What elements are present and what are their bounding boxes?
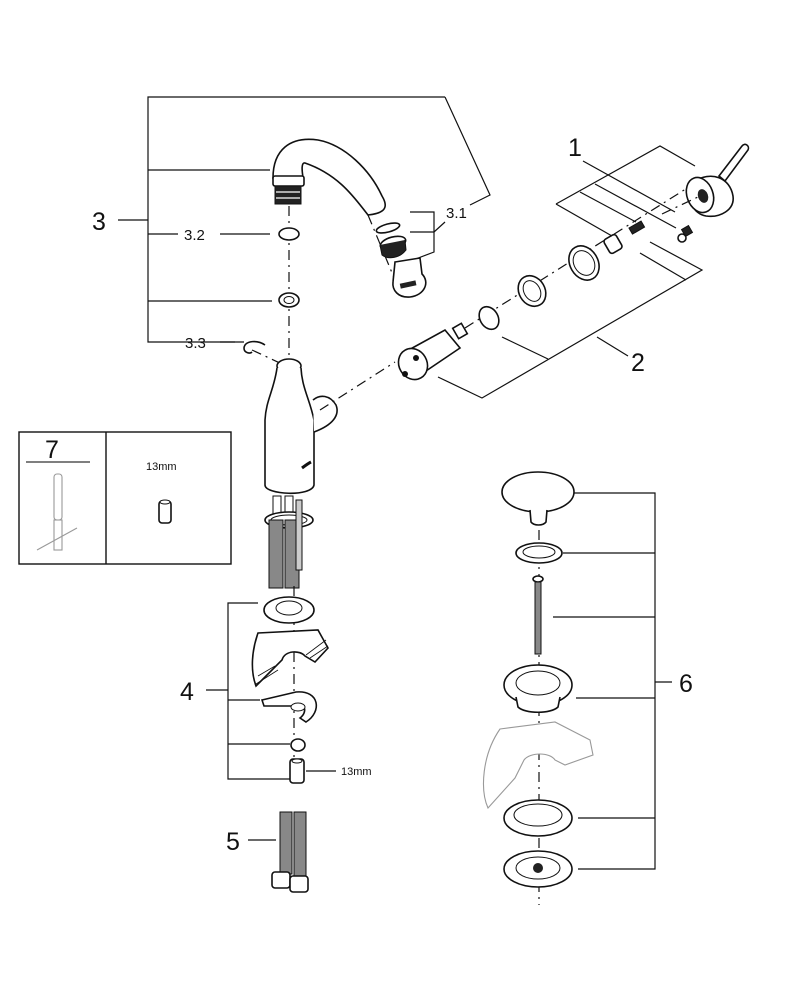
o-ring-part — [278, 227, 300, 241]
basin-section — [483, 721, 594, 809]
mounting-nut — [290, 738, 306, 752]
callout-7-label: 7 — [45, 436, 59, 464]
mounting-washer — [263, 596, 315, 624]
callout-2-bracket — [437, 241, 704, 399]
retaining-clip-part — [243, 340, 266, 354]
aerator-washer — [375, 222, 401, 234]
cover-ring — [568, 245, 600, 281]
bracket-plate — [260, 691, 318, 723]
hoses-group: 5 — [226, 811, 309, 893]
adapter-part — [603, 233, 623, 255]
tool-wrench-icon — [36, 473, 78, 551]
tool-box: 7 13mm — [18, 431, 232, 565]
seal-ring — [478, 305, 500, 331]
leader-3-1-bracket — [444, 96, 491, 206]
aerator-insert — [379, 235, 407, 259]
callout-4-bracket — [227, 602, 290, 780]
cap-screw — [677, 224, 694, 243]
cartridge-axis — [319, 361, 396, 411]
aerator-bracket — [410, 211, 435, 261]
tool-socket-icon — [158, 499, 172, 524]
drain-flange — [503, 664, 573, 714]
ring-part — [278, 292, 300, 308]
callout-4-label: 4 — [180, 678, 194, 706]
lever-handle-part — [685, 143, 750, 218]
bonnet-nut — [517, 274, 547, 308]
countertop-section — [251, 629, 329, 688]
aerator-key — [392, 257, 427, 298]
callout-3-3-label: 3.3 — [185, 335, 206, 352]
spout-assembly-group: 3 3.2 3.3 3.1 — [92, 96, 491, 365]
waste-body — [503, 850, 573, 888]
faucet-body — [264, 358, 338, 589]
pop-up-waste-group: 6 — [483, 471, 693, 905]
hex-nut — [289, 758, 305, 784]
screw-rod — [532, 575, 544, 655]
plug-seal — [515, 542, 563, 564]
cartridge-part — [397, 322, 469, 381]
callout-3-label: 3 — [92, 208, 106, 236]
callout-5-label: 5 — [226, 828, 240, 856]
tool-size-label: 13mm — [146, 461, 177, 473]
lock-ring — [503, 799, 573, 837]
mounting-set-group: 4 13mm — [180, 586, 372, 784]
callout-2-label: 2 — [631, 349, 645, 377]
callout-1-bracket — [555, 145, 696, 205]
callout-3-2-label: 3.2 — [184, 227, 205, 244]
lever-handle-group: 1 — [555, 134, 750, 243]
callout-6-label: 6 — [679, 670, 693, 698]
callout-6-bracket — [572, 492, 656, 870]
callout-1-label: 1 — [568, 134, 582, 162]
plug-cap — [501, 471, 575, 526]
mount-nut-size-label: 13mm — [341, 766, 372, 778]
set-screw — [628, 220, 646, 235]
spout-part — [272, 138, 387, 216]
callout-3-1-label: 3.1 — [446, 205, 467, 222]
cartridge-group: 2 — [397, 179, 704, 399]
